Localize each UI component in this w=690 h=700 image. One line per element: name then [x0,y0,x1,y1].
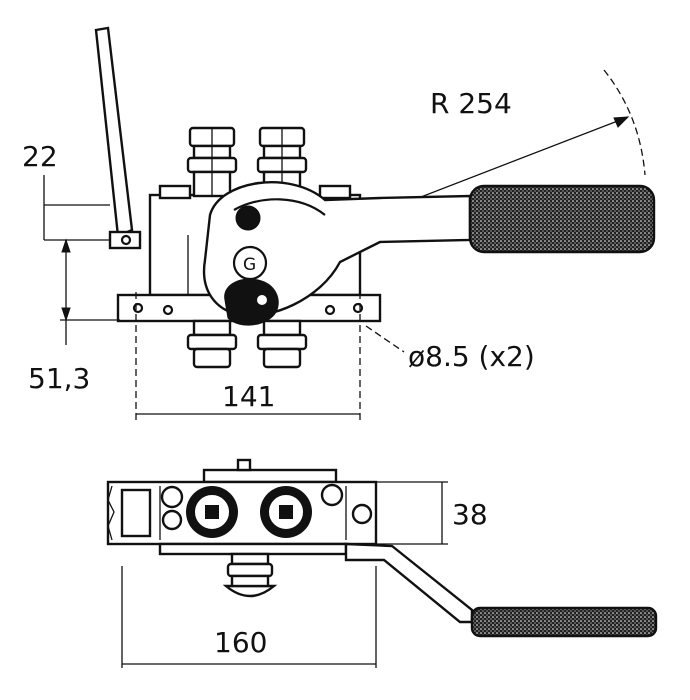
side-fitting-right [320,483,344,507]
side-port-left [186,486,238,538]
bottom-port-fitting-right [256,319,308,369]
dimension-51-3: 51,3 [28,238,120,395]
side-fitting-left [160,485,184,509]
dimension-22-label: 22 [22,140,58,173]
side-bottom-cap [222,552,278,598]
dimension-38-label: 38 [452,498,488,531]
bottom-port-fitting-left [186,319,238,369]
dimension-51-3-label: 51,3 [28,362,90,395]
lever-swing-arc [603,69,646,176]
side-view: 38 160 [106,458,658,668]
dimension-22: 22 [22,140,110,241]
dimension-160: 160 [121,566,377,668]
dimension-38: 38 [376,481,488,545]
dimension-141-label: 141 [222,380,275,413]
dimension-141: 141 [135,292,361,420]
spring-lever [94,26,142,250]
hole-callout-label: ø8.5 (x2) [408,340,535,373]
side-handle-grip [470,606,658,638]
top-view: G 22 51,3 141 ø8.5 (x [22,26,656,420]
pivot-pin-top [235,205,261,231]
operating-handle: G [202,181,656,326]
top-port-fitting-left [186,126,238,198]
side-port-right [260,486,312,538]
handle-grip [468,184,656,254]
side-top-cap [202,468,338,484]
port-letter: G [243,255,256,275]
side-handle [344,542,658,638]
hole-callout: ø8.5 (x2) [365,325,535,373]
dimension-160-label: 160 [214,626,267,659]
pivot-block [224,278,279,326]
lever-radius-label: R 254 [430,87,512,120]
